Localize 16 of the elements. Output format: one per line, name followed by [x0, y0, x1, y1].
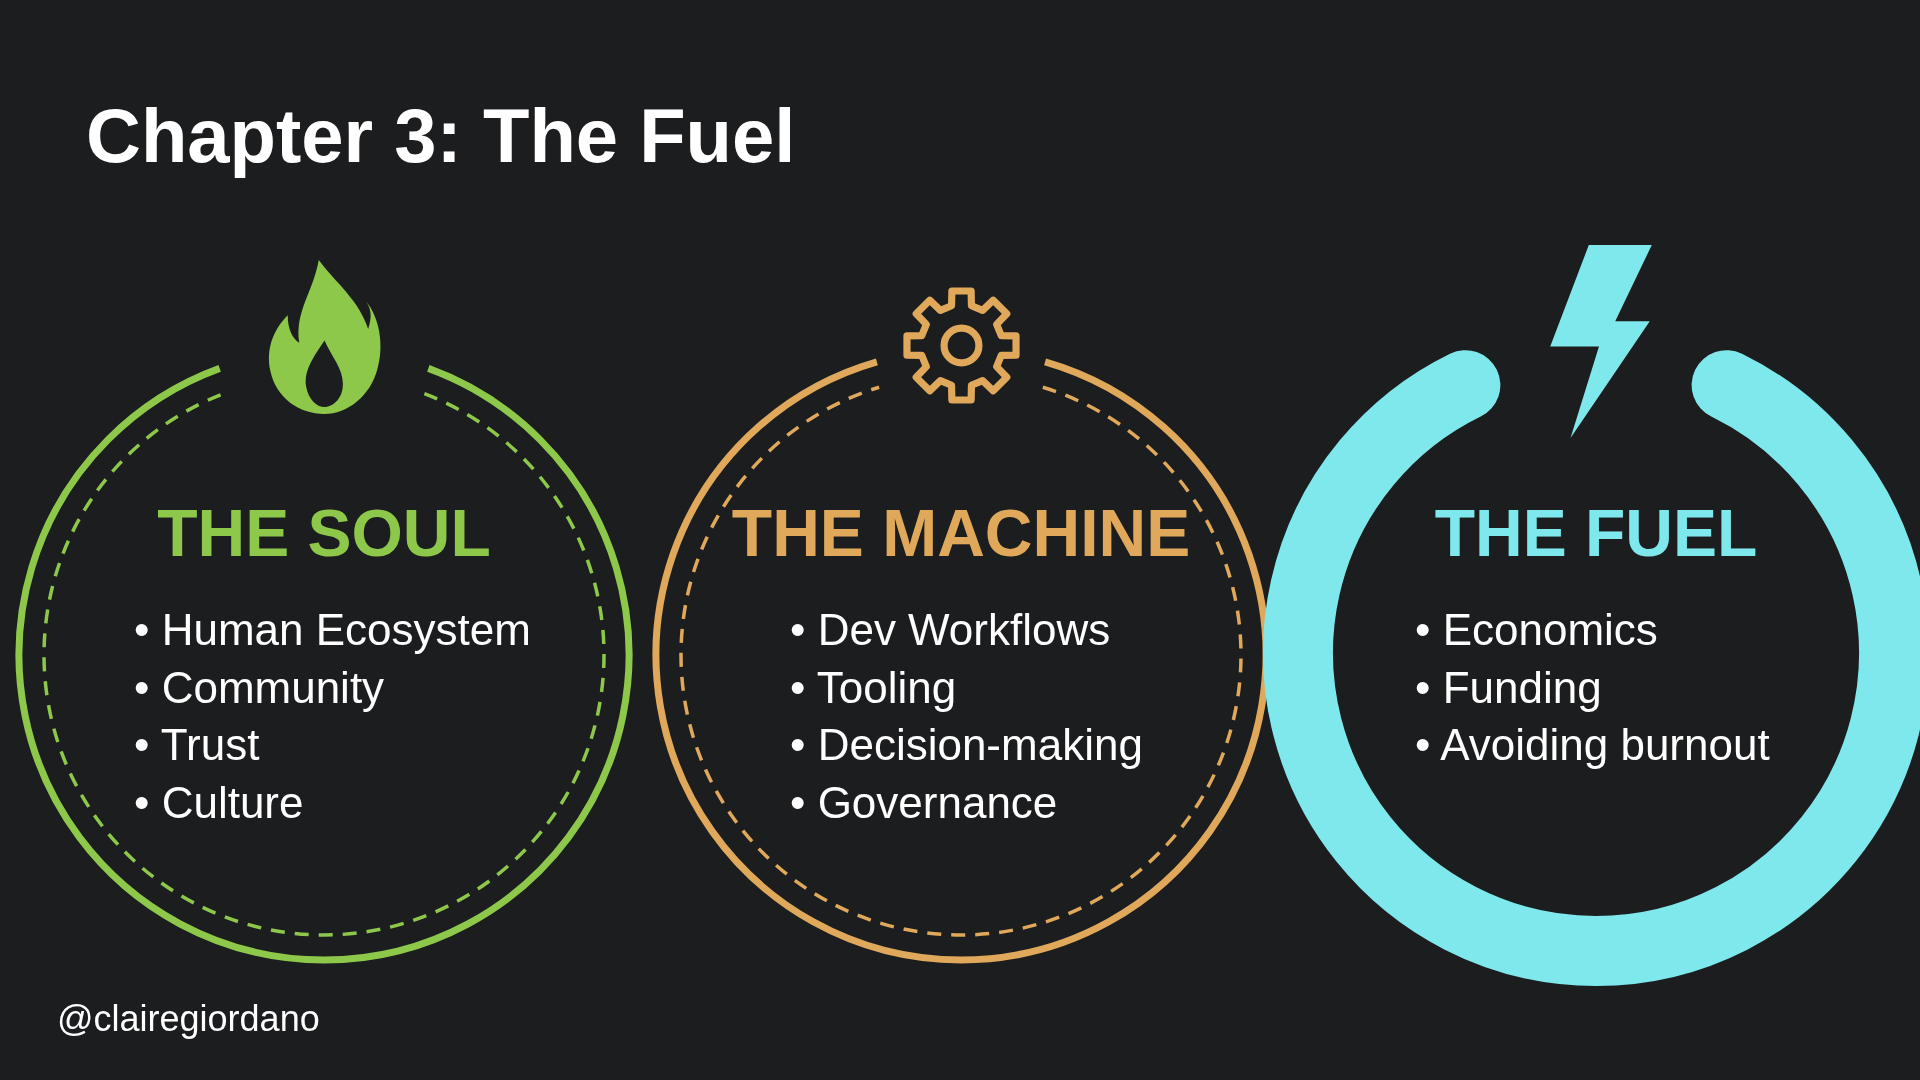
bullet-item: • Governance — [790, 776, 1059, 829]
bullet-item: • Trust — [134, 719, 261, 771]
slide-title: Chapter 3: The Fuel — [86, 92, 796, 179]
bullet-item: • Tooling — [790, 661, 958, 714]
circle-heading: THE MACHINE — [731, 495, 1191, 571]
author-handle: @clairegiordano — [57, 998, 320, 1040]
bullet-item: • Funding — [1415, 661, 1603, 714]
circle-heading: THE FUEL — [1434, 495, 1758, 571]
bullet-item: • Community — [134, 661, 386, 714]
circle-heading: THE SOUL — [157, 495, 491, 571]
bullet-item: • Dev Workflows — [790, 604, 1112, 656]
bullet-item: • Avoiding burnout — [1415, 719, 1770, 771]
bullet-item: • Human Ecosystem — [134, 604, 531, 656]
bullet-item: • Decision-making — [790, 719, 1143, 771]
bullet-item: • Culture — [134, 776, 305, 829]
bullet-item: • Economics — [1415, 604, 1659, 656]
